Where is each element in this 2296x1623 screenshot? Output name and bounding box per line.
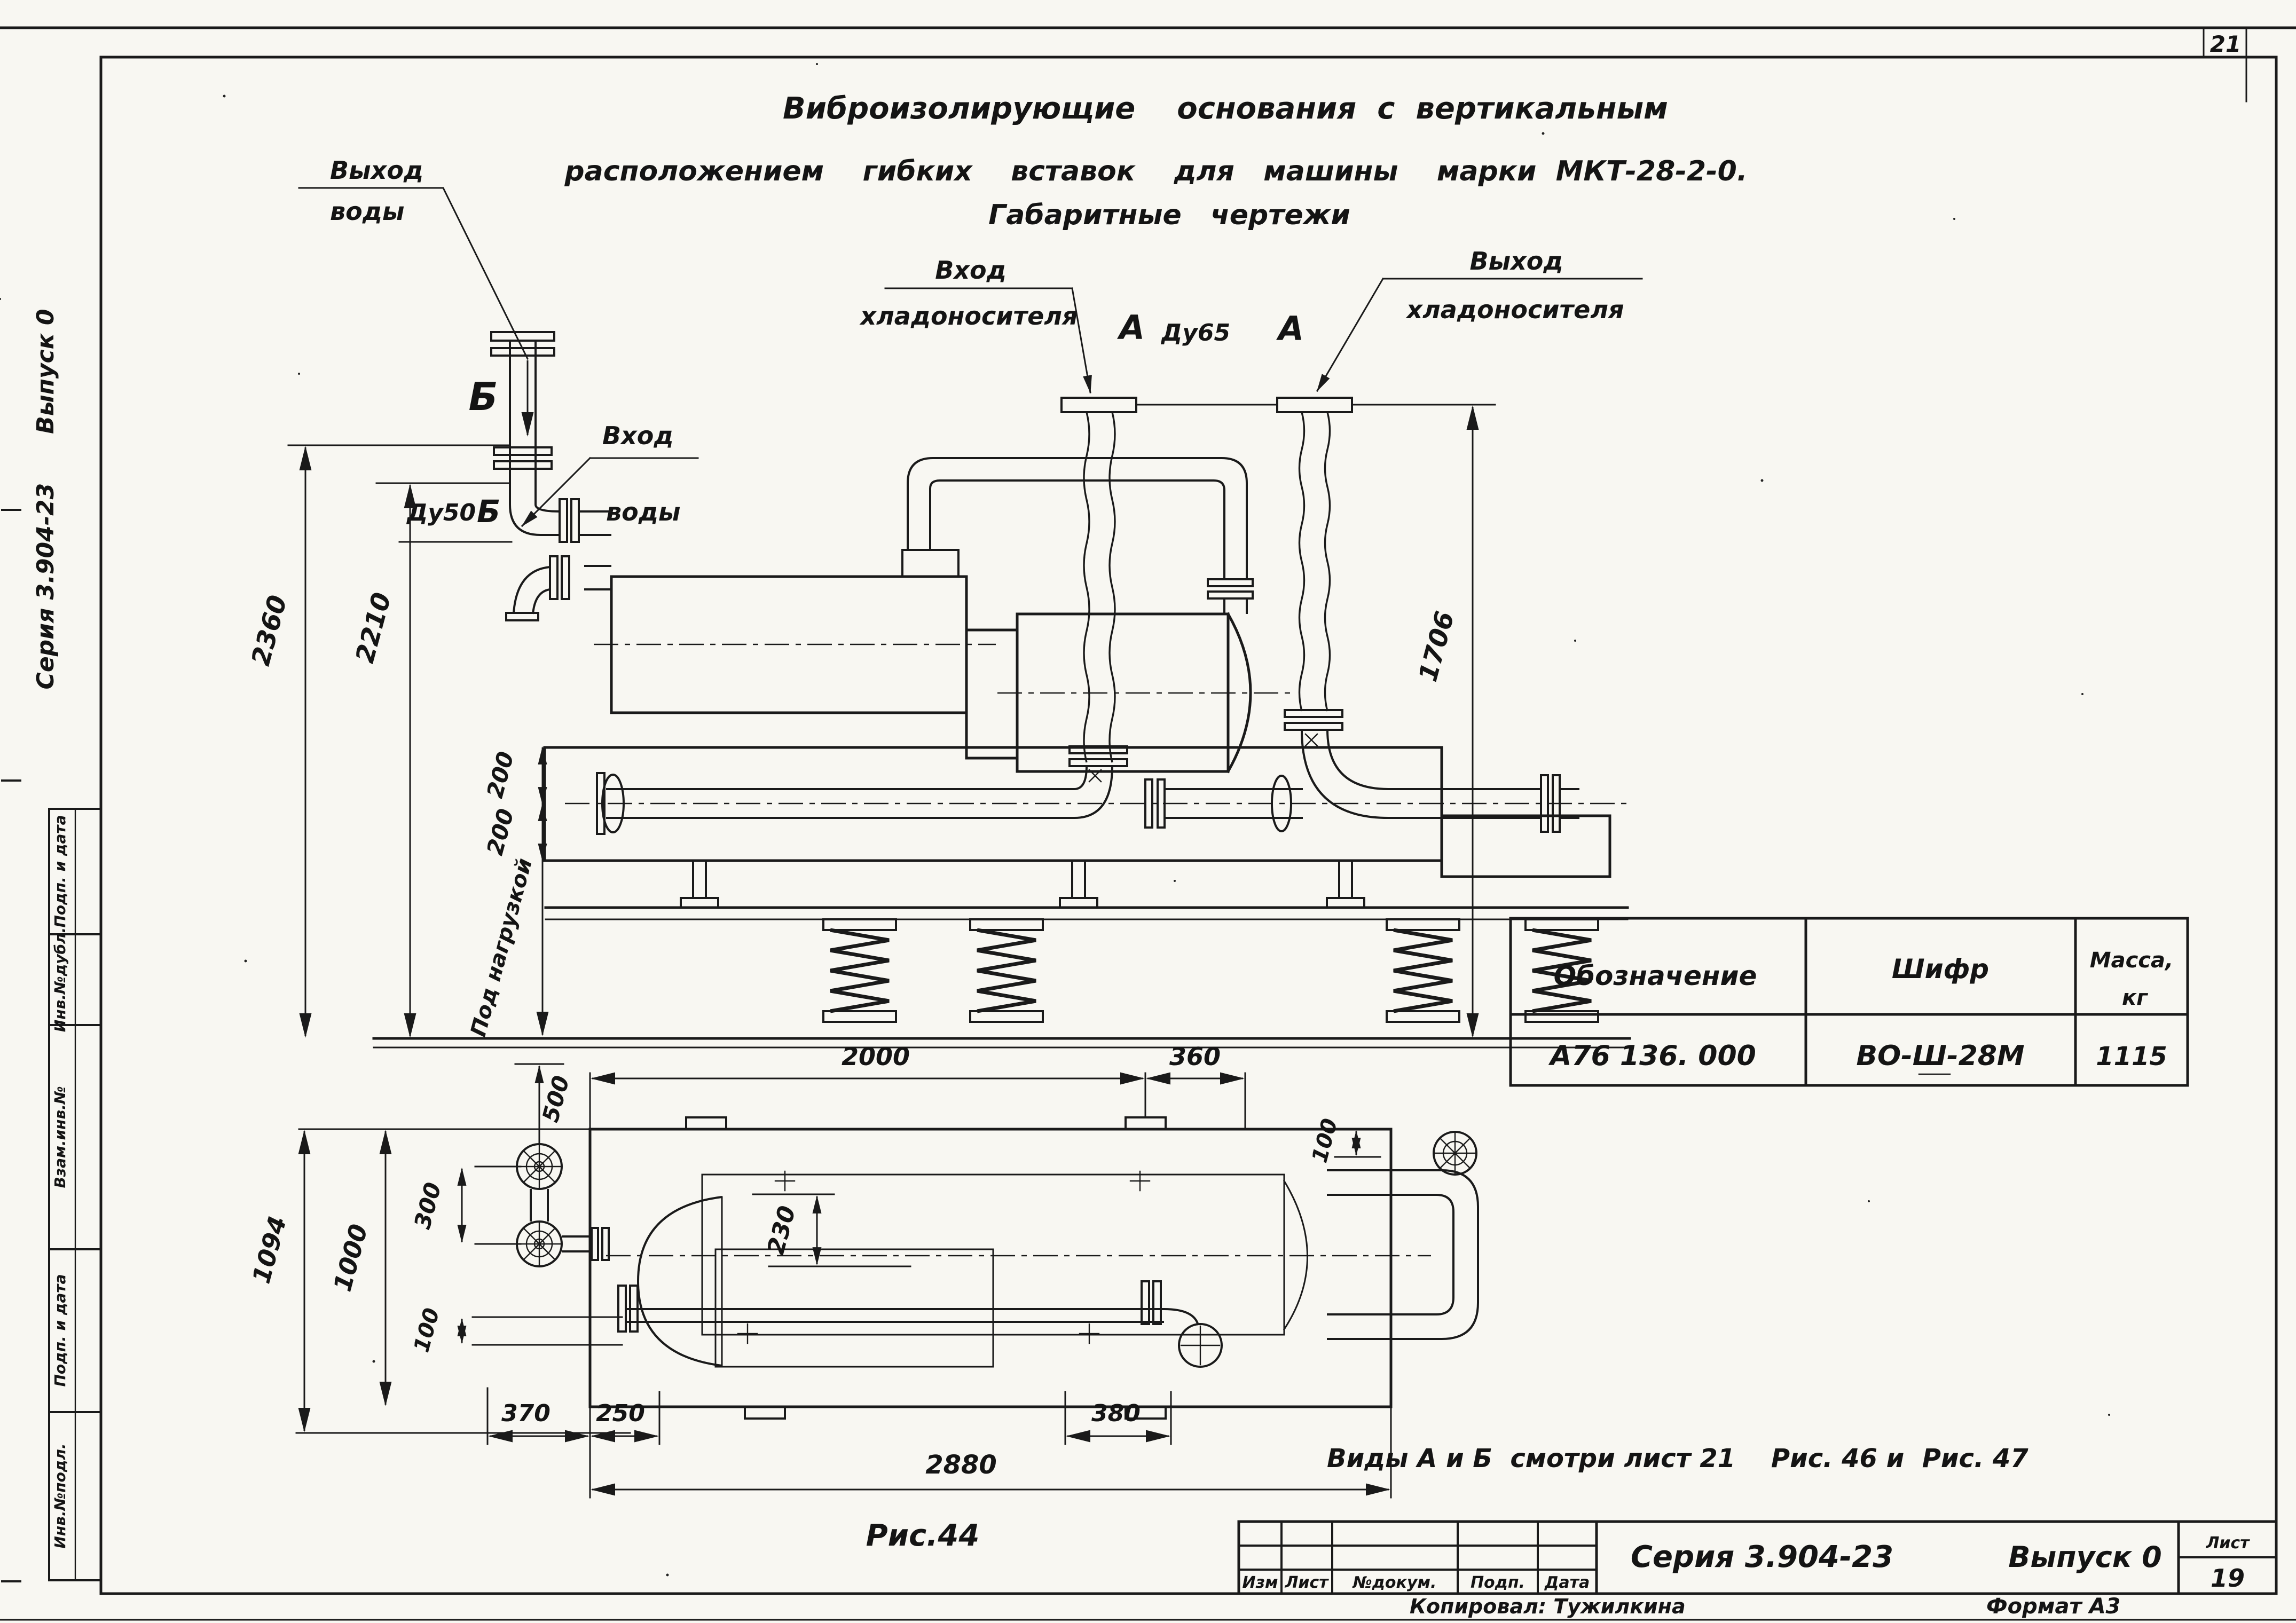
col-data: Дата bbox=[1544, 1573, 1590, 1592]
col-mass-2: кг bbox=[2122, 986, 2148, 1010]
plan-base-frame bbox=[588, 1128, 1393, 1408]
stamp-cell-label: Подп. и дата bbox=[51, 815, 69, 927]
water-inlet-label-2: воды bbox=[606, 498, 680, 526]
dim-200-lower: 200 bbox=[482, 806, 519, 858]
dim-2360: 2360 bbox=[246, 592, 293, 669]
plan-dimensions: 1094 1000 300 100 500 230 100 bbox=[247, 1063, 1392, 1499]
leader-coolant-outlet bbox=[1316, 277, 1385, 392]
stamp-cell-label: Взам.инв.№ bbox=[51, 1086, 69, 1188]
view-b-letter: Б bbox=[469, 374, 498, 419]
leader-water-inlet bbox=[521, 456, 592, 527]
leader-water-outlet bbox=[298, 187, 529, 360]
stamp-cell-label: Подп. и дата bbox=[51, 1274, 69, 1386]
water-outlet-label: Выход bbox=[330, 156, 423, 185]
dim-1000: 1000 bbox=[328, 1221, 373, 1295]
sheet-frame: 21 bbox=[0, 26, 2296, 1621]
series-title: Серия 3.904-23 bbox=[1631, 1540, 1893, 1574]
dim-360: 360 bbox=[1169, 1042, 1221, 1071]
views-reference-note: Виды А и Б смотри лист 21 Рис. 46 и Рис.… bbox=[1327, 1444, 2028, 1474]
dim-380: 380 bbox=[1091, 1400, 1141, 1427]
title-line-3: Габаритные чертежи bbox=[988, 199, 1350, 231]
plan-valve-lower bbox=[516, 1220, 563, 1267]
dim-300: 300 bbox=[409, 1180, 446, 1232]
coolant-inlet-label: Вход bbox=[935, 256, 1007, 285]
sheet-number: 19 bbox=[2211, 1564, 2245, 1593]
plan-motor-cap bbox=[1283, 1179, 1308, 1331]
compressor-top-port bbox=[901, 549, 960, 578]
coolant-outlet-label: Выход bbox=[1469, 247, 1563, 275]
drawing-title: Виброизолирующие основания с вертикальны… bbox=[564, 91, 1747, 231]
issue-title: Выпуск 0 bbox=[2008, 1540, 2162, 1574]
stamp-cell-label: Инв.№подл. bbox=[51, 1443, 69, 1548]
coolant-inlet-label-2: хладоносителя bbox=[859, 302, 1078, 330]
title-line-2: расположением гибких вставок для машины … bbox=[564, 155, 1747, 187]
series-vertical-note: Серия 3.904-23 Выпуск 0 bbox=[32, 309, 59, 690]
dim-2000: 2000 bbox=[842, 1042, 910, 1071]
motor-end-cap bbox=[1226, 612, 1252, 774]
col-podp: Подп. bbox=[1471, 1573, 1525, 1592]
stamp-cell-label: Инв.№дубл. bbox=[51, 927, 69, 1032]
plan-valve-upper bbox=[516, 1143, 563, 1190]
u-pipe-inner bbox=[929, 479, 1225, 579]
weld-mark bbox=[1088, 733, 1318, 783]
water-inlet-label: Вход bbox=[602, 421, 674, 450]
view-a2-letter: А bbox=[1276, 309, 1304, 348]
plan-pipes bbox=[617, 1280, 1223, 1368]
coolant-outlet-label-2: хладоносителя bbox=[1405, 295, 1624, 324]
copied-by: Копировал: Тужилкина bbox=[1410, 1595, 1686, 1618]
support-brackets bbox=[680, 860, 1365, 909]
col-izm: Изм bbox=[1242, 1573, 1278, 1592]
dim-1706: 1706 bbox=[1413, 608, 1460, 685]
u-pipe-outer bbox=[907, 457, 1248, 579]
water-pipe-b bbox=[490, 331, 611, 621]
left-stamp-column: Серия 3.904-23 Выпуск 0 Подп. и дата Инв… bbox=[32, 309, 102, 1581]
dim-100-left: 100 bbox=[409, 1305, 444, 1355]
coil-springs bbox=[822, 918, 1599, 1023]
plan-view: 2000 360 bbox=[247, 1042, 1479, 1553]
col-list: Лист bbox=[1284, 1573, 1329, 1592]
flexible-insert-inlet bbox=[1060, 397, 1137, 767]
col-designation: Обозначение bbox=[1554, 960, 1757, 991]
plan-u-pipe bbox=[1327, 1131, 1479, 1340]
title-block: Изм Лист №докум. Подп. Дата Серия 3.904-… bbox=[1237, 1520, 2278, 1619]
base-pipe bbox=[596, 729, 1579, 835]
view-a-letter: А bbox=[1116, 308, 1145, 347]
du65-label: Ду65 bbox=[1160, 319, 1230, 346]
coupling bbox=[965, 628, 1019, 760]
code-value: ВО-Ш-28М bbox=[1856, 1040, 2024, 1072]
title-line-1: Виброизолирующие основания с вертикальны… bbox=[783, 91, 1668, 126]
sheet-label: Лист bbox=[2205, 1534, 2250, 1553]
col-doc: №докум. bbox=[1352, 1573, 1437, 1592]
dim-370: 370 bbox=[501, 1400, 551, 1427]
flexible-insert-outlet bbox=[1276, 397, 1353, 731]
du50-label: Ду50 bbox=[406, 499, 476, 526]
dim-1094: 1094 bbox=[247, 1213, 292, 1287]
plan-dome bbox=[636, 1196, 722, 1367]
col-mass-1: Масса, bbox=[2090, 948, 2173, 973]
water-outlet-label-2: воды bbox=[330, 197, 404, 226]
du50-b-letter: Б bbox=[477, 493, 500, 530]
dim-2880: 2880 bbox=[925, 1450, 997, 1480]
dim-200-upper: 200 bbox=[482, 749, 519, 801]
mass-value: 1115 bbox=[2096, 1042, 2167, 1072]
spec-table: Обозначение Шифр Масса, кг А76 136. 000 … bbox=[1509, 917, 2189, 1087]
side-view: Выход воды Б Ду50 Б Вход воды Вход хладо… bbox=[246, 156, 1643, 1049]
designation-value: А76 136. 000 bbox=[1548, 1040, 1756, 1072]
under-load-note: Под нагрузкой bbox=[466, 856, 537, 1039]
position-markers bbox=[737, 1170, 1151, 1344]
base-frame-extension bbox=[1440, 814, 1611, 878]
dim-2210: 2210 bbox=[350, 589, 397, 666]
figure-caption: Рис.44 bbox=[866, 1518, 980, 1553]
format-label: Формат А3 bbox=[1986, 1594, 2120, 1619]
leader-coolant-inlet bbox=[1071, 287, 1092, 394]
scan-speckles bbox=[0, 63, 2110, 1577]
col-code: Шифр bbox=[1892, 954, 1989, 984]
dim-100-right: 100 bbox=[1307, 1116, 1342, 1165]
dim-250: 250 bbox=[596, 1400, 645, 1427]
page-corner-number: 21 bbox=[2210, 31, 2241, 57]
dim-500: 500 bbox=[537, 1073, 575, 1125]
